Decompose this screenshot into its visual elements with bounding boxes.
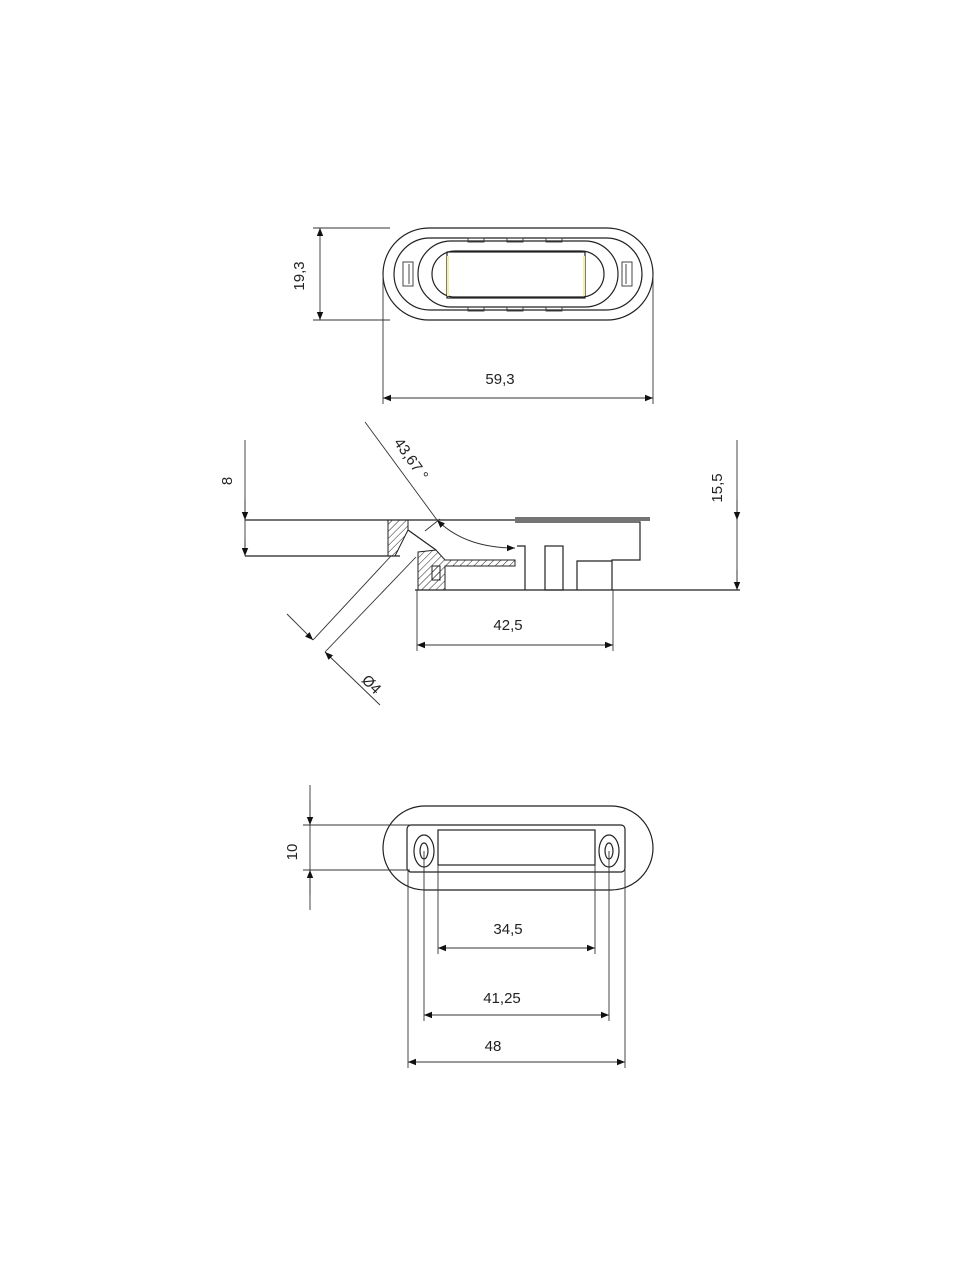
bottom-height-label: 10: [284, 844, 301, 861]
dimension-59-3: [382, 275, 654, 404]
side-section-view: 43,67 ° Ø4 8 15,5 42,5: [219, 421, 741, 706]
led-window: [446, 251, 586, 299]
body-length-label: 42,5: [493, 617, 522, 634]
outer-housing-outline: [382, 227, 654, 321]
top-view: 19,3 59,3: [291, 227, 654, 404]
hole-spacing-label: 41,25: [483, 990, 521, 1007]
clip-tabs: [402, 237, 633, 312]
inner-length-label: 34,5: [493, 921, 522, 938]
top-width-label: 59,3: [485, 371, 514, 388]
dimension-19-3: [313, 227, 390, 321]
inner-ring-outline: [393, 237, 643, 311]
lens-inner-outline: [431, 250, 605, 298]
angle-label: 43,67 °: [390, 435, 431, 484]
bottom-housing-outline: [382, 805, 654, 891]
hole-diameter-label: Ø4: [358, 672, 384, 698]
top-height-label: 19,3: [291, 261, 308, 290]
bottom-window: [437, 829, 596, 866]
overall-length-label: 48: [485, 1038, 502, 1055]
total-height-label: 15,5: [709, 473, 726, 502]
bottom-view: 10 34,5 41,25 48: [284, 785, 654, 1068]
flange-height-label: 8: [219, 477, 236, 485]
mounting-plate: [406, 824, 626, 873]
